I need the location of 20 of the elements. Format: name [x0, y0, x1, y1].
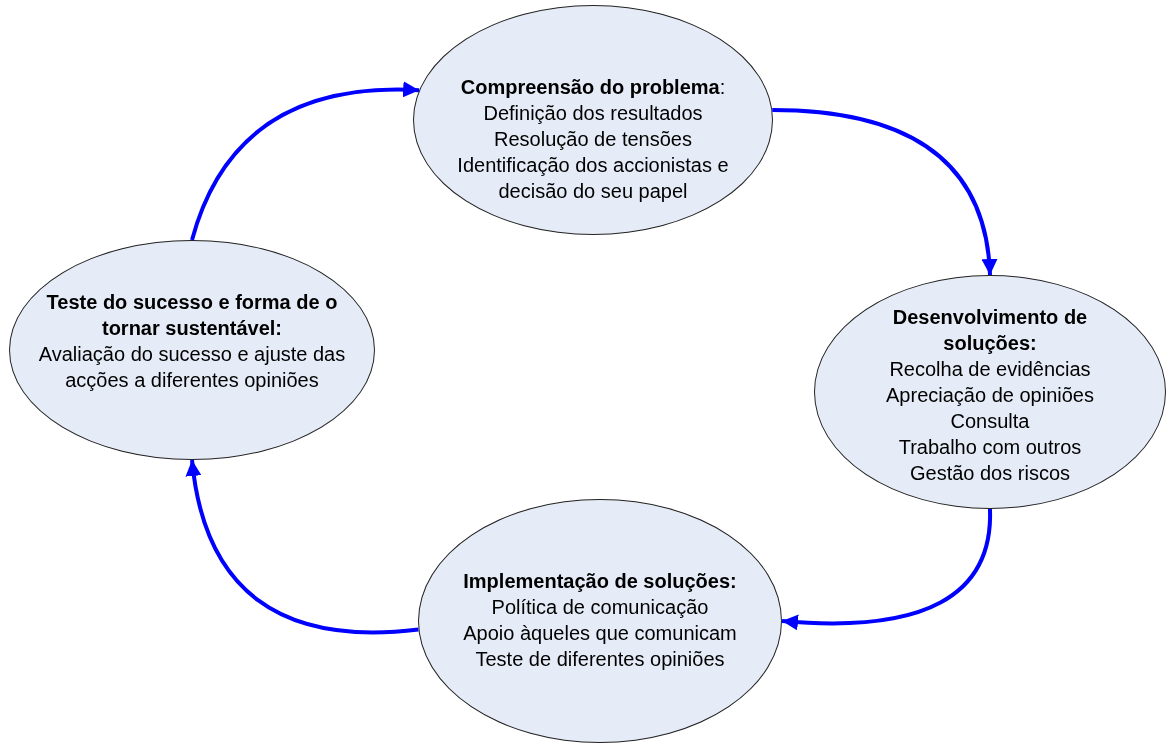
curved-arrow: [190, 81, 420, 241]
node-heading: Compreensão do problema:: [460, 75, 726, 100]
node-text: Teste de diferentes opiniões: [475, 647, 725, 672]
node-heading: Teste do sucesso e forma de o tornar sustentável:: [45, 290, 339, 341]
curved-arrow: [186, 459, 419, 635]
node-heading: Desenvolvimento de soluções:: [891, 305, 1089, 356]
node-text: Apreciação de opiniões: [886, 383, 1094, 408]
node-text: Recolha de evidências: [889, 357, 1091, 382]
node-text: Gestão dos riscos: [909, 461, 1071, 486]
node-text: Apoio àqueles que comunicam: [463, 621, 737, 646]
node-text: Definição dos resultados: [483, 101, 703, 126]
curved-arrow: [772, 108, 997, 276]
node-text: Política de comunicação: [491, 595, 709, 620]
node-text: Trabalho com outros: [898, 435, 1082, 460]
node-text: Identificação dos accionistas e decisão do seu papel: [456, 153, 730, 204]
node-text: Avaliação do sucesso e ajuste das acções a diferentes opiniões: [37, 342, 347, 393]
curved-arrow: [781, 508, 992, 630]
node-text: Consulta: [950, 409, 1030, 434]
node-text: Resolução de tensões: [494, 127, 692, 152]
node-heading: Implementação de soluções:: [463, 569, 737, 594]
